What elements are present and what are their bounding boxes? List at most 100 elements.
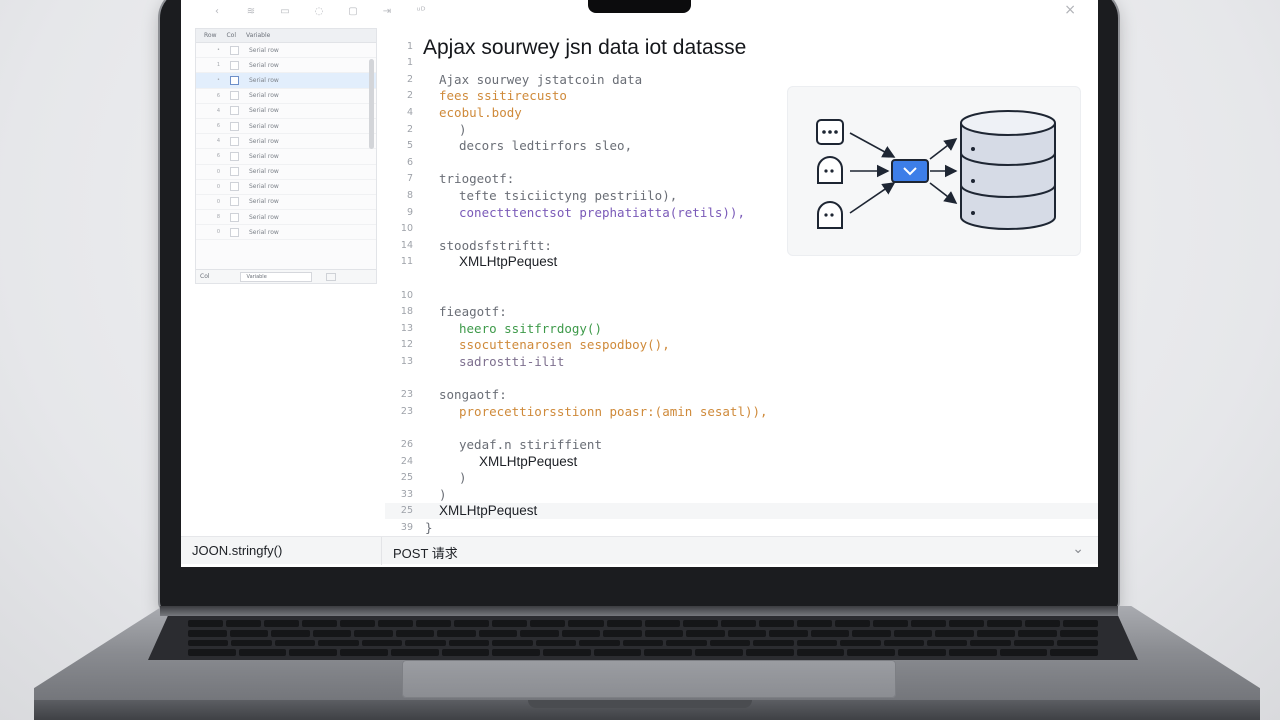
key	[229, 629, 268, 637]
user-icon	[817, 156, 843, 184]
row-checkbox[interactable]	[230, 60, 239, 70]
key	[1057, 639, 1098, 647]
code-text: fieagotf:	[439, 304, 507, 320]
row-checkbox[interactable]	[230, 75, 239, 85]
row-checkbox[interactable]	[230, 197, 239, 207]
code-line[interactable]: 1	[385, 38, 1098, 54]
list-item[interactable]: •Serial row	[196, 73, 376, 89]
variable-select[interactable]: Variable	[239, 271, 312, 282]
row-checkbox[interactable]	[230, 136, 239, 146]
row-checkbox[interactable]	[230, 121, 239, 131]
forward-icon[interactable]: ≋	[246, 5, 256, 17]
code-line[interactable]: 2)	[385, 121, 1098, 137]
more-icon[interactable]: ᵘᴰ	[416, 5, 426, 17]
key	[796, 620, 832, 627]
key	[568, 620, 604, 627]
key	[264, 620, 300, 627]
status-left-label[interactable]: JOON.stringfy()	[192, 543, 283, 558]
status-method-label[interactable]: POST 请求	[393, 546, 458, 561]
row-checkbox[interactable]	[230, 227, 239, 237]
code-line[interactable]: 39}	[385, 519, 1098, 535]
code-line[interactable]: 10	[385, 287, 1098, 303]
row-number: 4	[216, 138, 220, 145]
row-number: 6	[216, 123, 220, 130]
key	[437, 629, 476, 637]
code-line[interactable]: 33)	[385, 486, 1098, 502]
header-col[interactable]: Col	[226, 32, 237, 39]
close-icon[interactable]: ×	[1064, 2, 1076, 18]
key	[898, 649, 946, 656]
key	[1063, 620, 1099, 627]
row-checkbox[interactable]	[230, 106, 239, 116]
refresh-icon[interactable]: ◌	[314, 5, 324, 17]
key	[188, 649, 236, 656]
back-icon[interactable]: ‹	[215, 5, 219, 17]
panel-icon[interactable]: ▭	[280, 5, 290, 17]
chevron-down-icon[interactable]: ⌄	[1072, 540, 1084, 556]
expand-icon[interactable]: ⇥	[382, 5, 392, 17]
scrollbar[interactable]	[369, 59, 374, 149]
code-line[interactable]	[385, 420, 1098, 436]
code-line[interactable]: 10	[385, 221, 1098, 237]
header-variable[interactable]: Variable	[246, 32, 271, 39]
code-line[interactable]	[385, 270, 1098, 286]
flow-diagram	[787, 86, 1081, 256]
code-line[interactable]: 1	[385, 55, 1098, 71]
key	[312, 629, 351, 637]
code-line[interactable]: 25)	[385, 470, 1098, 486]
code-line[interactable]	[385, 370, 1098, 386]
code-text: yedaf.n stiriffient	[459, 436, 602, 452]
row-checkbox[interactable]	[230, 45, 239, 55]
row-checkbox[interactable]	[230, 91, 239, 101]
key	[593, 649, 642, 656]
key	[948, 620, 984, 627]
line-number: 11	[400, 256, 413, 268]
key	[727, 629, 766, 637]
row-checkbox[interactable]	[230, 151, 239, 161]
copy-icon[interactable]: ▢	[348, 5, 358, 17]
code-line[interactable]: 6	[385, 154, 1098, 170]
key	[520, 629, 559, 637]
line-number: 25	[400, 505, 413, 517]
row-label: Serial row	[249, 122, 279, 130]
header-row[interactable]: Row	[204, 32, 217, 39]
list-item[interactable]: •Serial row	[196, 43, 376, 59]
row-number: 0	[216, 183, 220, 190]
row-checkbox[interactable]	[230, 212, 239, 222]
laptop-front	[34, 700, 1260, 720]
list-item[interactable]: 6 Serial row	[196, 119, 376, 135]
footer-button[interactable]	[325, 272, 336, 281]
row-checkbox[interactable]	[230, 167, 239, 177]
row-checkbox[interactable]	[230, 182, 239, 192]
